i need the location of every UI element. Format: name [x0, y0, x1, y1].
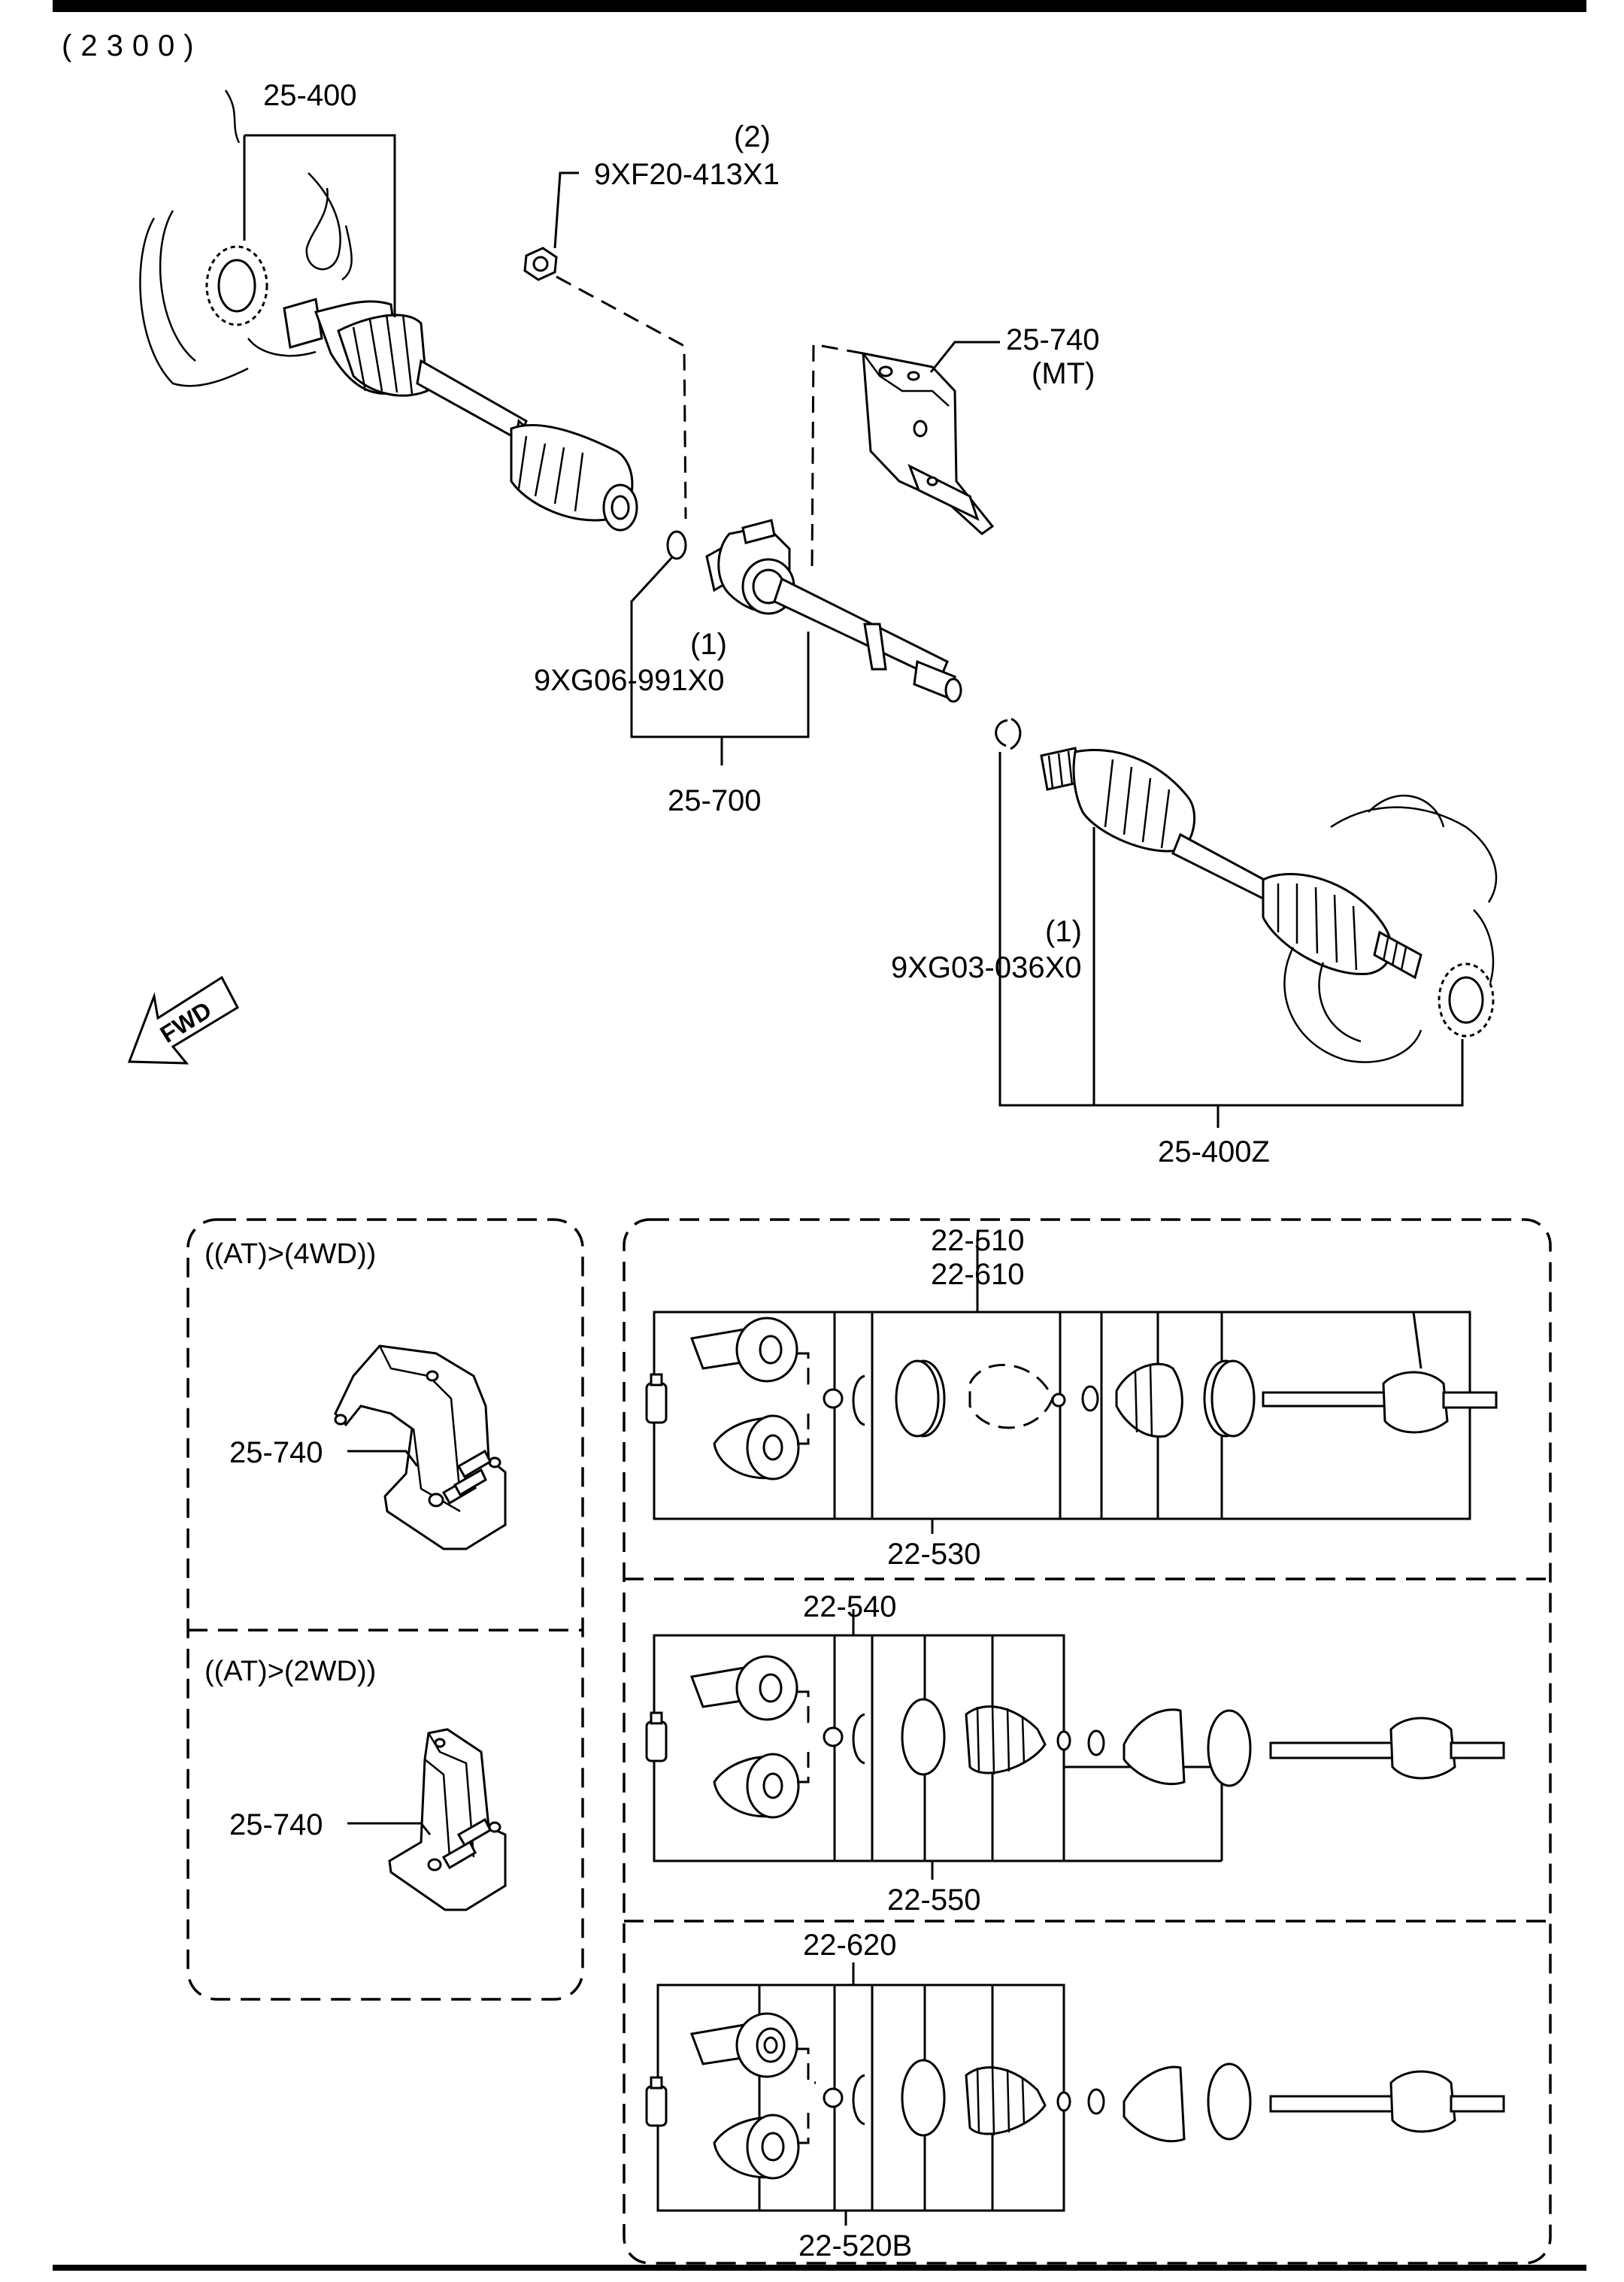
kit-a-grease	[645, 1382, 668, 1424]
left-hub-knuckle	[139, 89, 353, 387]
leader-25-700	[630, 555, 810, 765]
kit-a-label-22-530: 22-530	[887, 1538, 981, 1571]
kit-a: 22-510 22-610 22-530	[645, 1224, 1498, 1571]
bracket-guide-line	[810, 343, 864, 572]
leader-2wd-25-740	[347, 1822, 432, 1835]
studs-4wd	[441, 1449, 492, 1505]
kit-b-grease	[645, 1720, 668, 1762]
nut	[523, 247, 558, 281]
bracket-mt	[862, 352, 995, 535]
kit-b-label-22-540: 22-540	[803, 1590, 897, 1623]
right-hub-knuckle	[1283, 794, 1498, 1063]
leader-25-400Z	[998, 752, 1464, 1128]
label-clip: 9XG03-036X0	[891, 951, 1082, 984]
kit-b-label-22-550: 22-550	[887, 1883, 981, 1917]
at-bracket-panel-frame	[186, 1218, 584, 2001]
kit-b-axle	[1269, 1741, 1400, 1759]
kit-c-clamp-2	[1207, 2062, 1252, 2141]
kit-c-grease	[645, 2085, 668, 2127]
label-nut: 9XF20-413X1	[594, 158, 780, 191]
kit-c-axle	[1269, 2095, 1400, 2113]
boot-kit-panel-frame	[623, 1218, 1552, 2265]
label-25-700: 25-700	[668, 784, 762, 817]
label-25-400Z: 25-400Z	[1158, 1135, 1270, 1168]
section-4wd-title: ((AT)>(4WD))	[205, 1238, 376, 1270]
label-4wd-25-740: 25-740	[229, 1436, 323, 1469]
upper-assembly: FWD 25-400 (2) 9XF20-413X1 25-740 (MT) (…	[127, 79, 1498, 1168]
kit-b-boot	[965, 1705, 1047, 1774]
kit-b-clamp-2	[1207, 1709, 1252, 1787]
kit-a-label-22-610: 22-610	[931, 1258, 1025, 1291]
kit-c-boot	[965, 2066, 1047, 2135]
kit-b-clamp-1	[901, 1698, 946, 1776]
top-border	[53, 0, 1586, 12]
kit-c: 22-620 22-520B	[645, 1929, 1505, 2262]
at-bracket-panel: ((AT)>(4WD)) ((AT)>(2WD)) 25-740	[186, 1218, 584, 2001]
kit-a-axle	[1262, 1391, 1400, 1408]
leader-bracket-mt	[929, 341, 1000, 373]
label-nut-qty: (2)	[734, 120, 771, 153]
label-joint-shaft-qty: (1)	[690, 628, 727, 661]
label-2wd-25-740: 25-740	[229, 1808, 323, 1841]
boot-kit-panel: 22-510 22-610 22-530	[623, 1218, 1552, 2265]
left-abs-ring	[205, 245, 268, 326]
left-drive-shaft	[283, 298, 638, 532]
kit-b: 22-540 22-550	[645, 1590, 1505, 1917]
kit-a-boot-1	[968, 1363, 1054, 1429]
label-bracket-mt: 25-740	[1006, 323, 1100, 356]
section-code: (2300)	[62, 29, 203, 62]
label-joint-shaft-part: 9XG06-991X0	[534, 664, 725, 697]
section-2wd-title: ((AT)>(2WD))	[205, 1656, 376, 1687]
leader-nut	[553, 171, 579, 249]
kit-a-boot-2	[1115, 1362, 1183, 1438]
label-25-400: 25-400	[263, 79, 357, 112]
kit-c-clamp-1	[901, 2059, 946, 2137]
kit-c-label-22-520B: 22-520B	[798, 2229, 912, 2262]
leader-4wd-25-740	[347, 1450, 419, 1467]
label-bracket-mt-note: (MT)	[1032, 357, 1095, 390]
bottom-border	[53, 2265, 1586, 2271]
label-clip-qty: (1)	[1045, 915, 1082, 948]
o-ring	[666, 530, 687, 560]
circlip	[995, 717, 1022, 750]
right-abs-ring	[1438, 962, 1495, 1038]
right-drive-shaft	[1040, 747, 1423, 980]
fwd-arrow: FWD	[127, 975, 239, 1065]
bracket-4wd	[334, 1344, 507, 1550]
studs-2wd	[441, 1817, 492, 1870]
joint-shaft	[705, 519, 962, 703]
kit-a-label-22-510: 22-510	[931, 1224, 1025, 1257]
bracket-2wd	[388, 1728, 507, 1911]
leader-25-400	[243, 134, 396, 317]
nut-guide-line	[556, 275, 687, 520]
kit-c-label-22-620: 22-620	[803, 1929, 897, 1962]
